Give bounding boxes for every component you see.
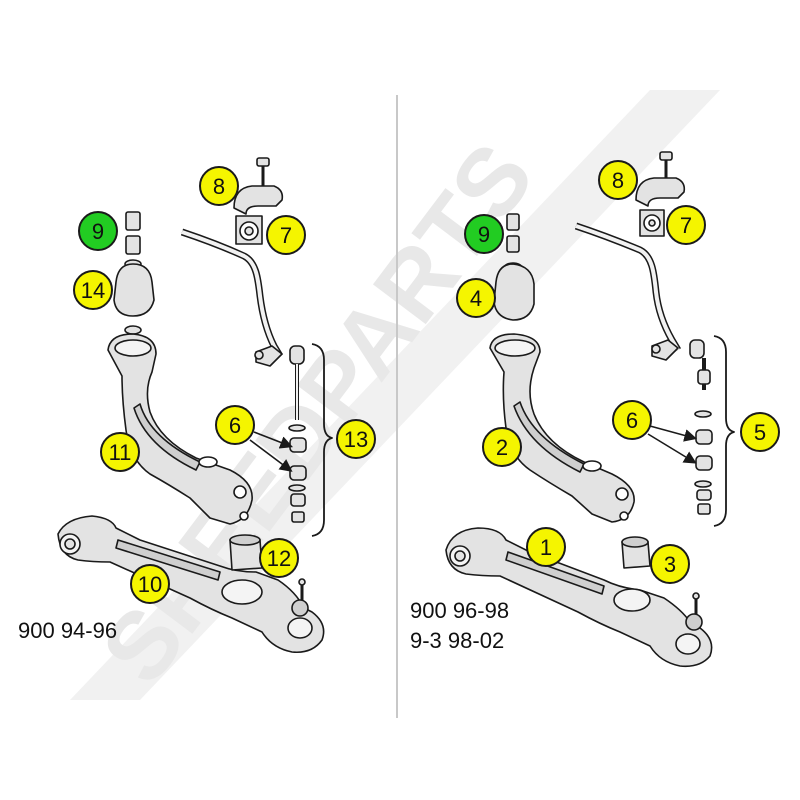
lower-control-arm-r	[445, 527, 713, 668]
svg-text:9: 9	[478, 222, 490, 247]
svg-text:8: 8	[612, 168, 624, 193]
callout-6-right: 6	[612, 400, 652, 440]
callout-5-right: 5	[740, 412, 780, 452]
upper-control-arm	[107, 333, 253, 525]
svg-text:9: 9	[92, 219, 104, 244]
callout-11-left: 11	[100, 432, 140, 472]
right-model-line-1: 900 96-98	[410, 598, 510, 623]
right-parts	[445, 151, 735, 668]
callout-8-left: 8	[199, 166, 239, 206]
svg-text:7: 7	[680, 213, 692, 238]
callout-1-right: 1	[526, 527, 566, 567]
brace-5	[713, 335, 735, 527]
leader-arrows	[249, 425, 698, 472]
callout-6-left: 6	[215, 405, 255, 445]
rear-bushing-r	[493, 262, 535, 321]
callout-14-left: 14	[73, 270, 113, 310]
svg-text:1: 1	[540, 535, 552, 560]
callout-10-left: 10	[130, 564, 170, 604]
callout-9-right: 9	[464, 214, 504, 254]
drop-link-stack	[254, 345, 307, 523]
lower-arm-bushing-r	[621, 536, 651, 569]
callout-4-right: 4	[456, 278, 496, 318]
svg-text:6: 6	[626, 408, 638, 433]
callout-7-right: 7	[666, 205, 706, 245]
stabilizer-bushing-r	[639, 209, 665, 237]
callout-8-right: 8	[598, 160, 638, 200]
callout-2-right: 2	[482, 427, 522, 467]
svg-text:11: 11	[109, 440, 132, 465]
callout-3-right: 3	[650, 544, 690, 584]
rear-bushing	[113, 259, 155, 335]
stabilizer-clamp-r	[635, 151, 686, 207]
callout-9-left: 9	[78, 211, 118, 251]
svg-text:3: 3	[664, 552, 676, 577]
svg-text:14: 14	[81, 278, 105, 303]
spacer-sleeves	[125, 211, 141, 255]
stabilizer-bushing	[235, 215, 263, 245]
right-callouts: 8 7 9 4 6 5 2 1	[456, 160, 780, 584]
spacer-sleeves-r	[506, 213, 520, 253]
svg-text:12: 12	[267, 546, 291, 571]
brace-13	[311, 343, 333, 537]
upper-control-arm-r	[489, 333, 635, 523]
callout-13-left: 13	[336, 419, 376, 459]
svg-text:2: 2	[496, 435, 508, 460]
left-callouts: 8 7 9 14 6 13 11 12	[73, 166, 376, 604]
callout-7-left: 7	[266, 215, 306, 255]
left-model-label: 900 94-96	[18, 618, 118, 643]
lower-arm-bushing	[229, 534, 263, 571]
svg-text:4: 4	[470, 286, 482, 311]
svg-text:13: 13	[344, 427, 368, 452]
drop-link-stack-r	[651, 339, 713, 515]
left-parts	[57, 157, 333, 654]
svg-text:8: 8	[213, 174, 225, 199]
svg-text:6: 6	[229, 413, 241, 438]
right-model-line-2: 9-3 98-02	[410, 628, 505, 653]
callout-12-left: 12	[259, 538, 299, 578]
stabilizer-clamp	[233, 157, 284, 215]
svg-text:10: 10	[138, 572, 162, 597]
svg-text:7: 7	[280, 223, 292, 248]
svg-text:5: 5	[754, 420, 766, 445]
lower-control-arm	[57, 515, 325, 654]
